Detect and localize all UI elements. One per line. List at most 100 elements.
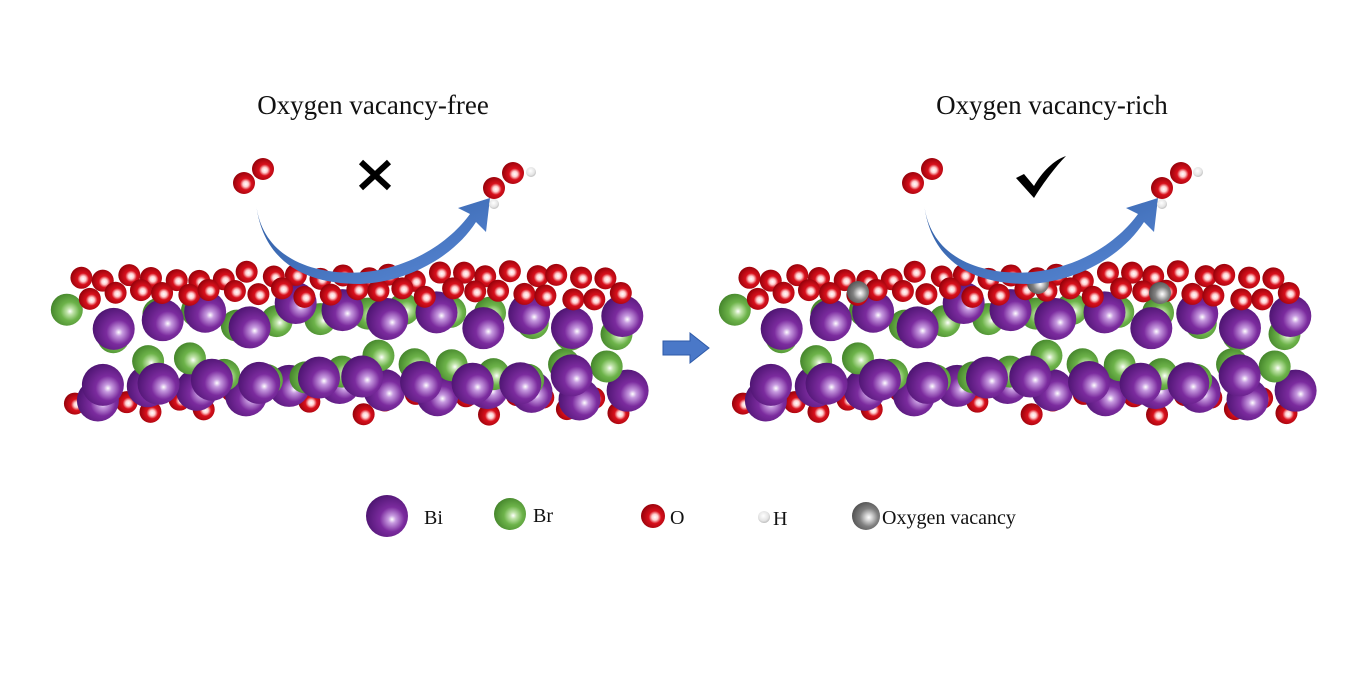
oxygen-atom: [1181, 282, 1204, 305]
oxygen-atom: [938, 277, 961, 300]
legend-label-vacancy: Oxygen vacancy: [882, 507, 1016, 529]
oxygen-atom: [1262, 267, 1285, 290]
bismuth-atom: [809, 299, 852, 342]
bismuth-atom: [228, 306, 271, 349]
oxygen-atom: [129, 279, 152, 302]
oxygen-atom: [1238, 266, 1261, 289]
right-product-molecule: [1151, 162, 1203, 209]
legend-item-o: O: [641, 504, 684, 529]
oxygen-atom: [498, 260, 521, 283]
bismuth-atom: [965, 356, 1008, 399]
oxygen-vacancy-site: [1149, 282, 1171, 304]
bismuth-atom: [400, 360, 443, 403]
bismuth-atom: [606, 369, 649, 412]
bismuth-atom: [1274, 369, 1317, 412]
oxygen-atom: [526, 265, 549, 288]
bismuth-atom: [550, 306, 593, 349]
right-crystal-layers: [718, 260, 1317, 426]
oxygen-atom: [1121, 261, 1144, 284]
oxygen-atom: [270, 277, 293, 300]
oxygen-atom: [247, 283, 270, 306]
bismuth-atom: [190, 358, 233, 401]
bismuth-atom: [1269, 294, 1312, 337]
oxygen-vacancy-site: [847, 281, 869, 303]
bismuth-atom: [1068, 360, 1111, 403]
bismuth-atom: [1119, 362, 1162, 405]
left-reaction-arrow: [256, 198, 490, 284]
right-reaction-arrow: [924, 198, 1158, 284]
oxygen-atom: [746, 287, 769, 310]
bismuth-atom: [92, 307, 135, 350]
oxygen-atom: [891, 280, 914, 303]
bismuth-atom: [760, 307, 803, 350]
legend-label-o: O: [670, 507, 684, 529]
oxygen-atom: [70, 266, 93, 289]
oxygen-atom: [865, 278, 888, 301]
oxygen-atom: [545, 263, 568, 286]
oxygen-atom: [1059, 277, 1082, 300]
oxygen-atom: [223, 280, 246, 303]
oxygen-atom: [594, 267, 617, 290]
oxygen-atom: [165, 269, 188, 292]
oxygen-atom: [1194, 265, 1217, 288]
oxygen-atom: [1202, 284, 1225, 307]
bismuth-atom: [137, 362, 180, 405]
bismuth-atom: [341, 355, 384, 398]
oxygen-atom: [786, 264, 809, 287]
legend-label-bi: Bi: [424, 507, 443, 529]
bismuth-atom: [81, 363, 124, 406]
legend-item-h: H: [758, 508, 787, 530]
oxygen-atom: [464, 280, 487, 303]
oxygen-atom: [118, 264, 141, 287]
oxygen-atom: [1020, 403, 1043, 426]
oxygen-atom: [1213, 263, 1236, 286]
oxygen-atom: [235, 260, 258, 283]
legend-item-vacancy: Oxygen vacancy: [852, 502, 1016, 530]
oxygen-atom: [1230, 288, 1253, 311]
oxygen-atom: [1166, 260, 1189, 283]
oxygen-atom: [478, 403, 501, 426]
bismuth-atom: [462, 307, 505, 350]
oxygen-atom: [738, 266, 761, 289]
bismuth-atom: [601, 294, 644, 337]
oxygen-atom: [1146, 403, 1169, 426]
oxygen-atom: [1277, 281, 1300, 304]
bismuth-atom: [858, 358, 901, 401]
oxygen-atom: [1251, 288, 1274, 311]
left-panel-title: Oxygen vacancy-free: [257, 90, 489, 120]
oxygen-atom: [487, 279, 510, 302]
legend-label-h: H: [773, 508, 787, 530]
bismuth-atom: [749, 363, 792, 406]
oxygen-atom: [570, 266, 593, 289]
bismuth-atom: [238, 361, 281, 404]
oxygen-atom: [293, 285, 316, 308]
oxygen-atom: [442, 277, 465, 300]
oxygen-atom: [797, 279, 820, 302]
bismuth-atom: [499, 362, 542, 405]
oxygen-atom: [915, 283, 938, 306]
right-panel-title: Oxygen vacancy-rich: [936, 90, 1168, 120]
cross-icon: [358, 159, 392, 191]
oxygen-atom: [903, 260, 926, 283]
bismuth-atom: [1218, 306, 1261, 349]
oxygen-atom: [319, 283, 342, 306]
bismuth-atom: [297, 356, 340, 399]
oxygen-atom: [151, 282, 174, 305]
oxygen-atom: [413, 285, 436, 308]
bismuth-atom: [550, 354, 593, 397]
legend: Bi Br O H Oxygen vacancy: [366, 495, 1016, 537]
oxygen-atom: [428, 261, 451, 284]
legend-item-bi: Bi: [366, 495, 443, 537]
oxygen-atom: [78, 287, 101, 310]
oxygen-atom: [391, 277, 414, 300]
oxygen-atom: [1081, 285, 1104, 308]
oxygen-atom: [772, 281, 795, 304]
bromine-atom: [590, 350, 623, 383]
oxygen-atom: [513, 282, 536, 305]
check-icon: [1016, 156, 1066, 198]
oxygen-atom: [197, 278, 220, 301]
bismuth-atom: [1130, 307, 1173, 350]
oxygen-atom: [367, 279, 390, 302]
oxygen-atom: [987, 283, 1010, 306]
